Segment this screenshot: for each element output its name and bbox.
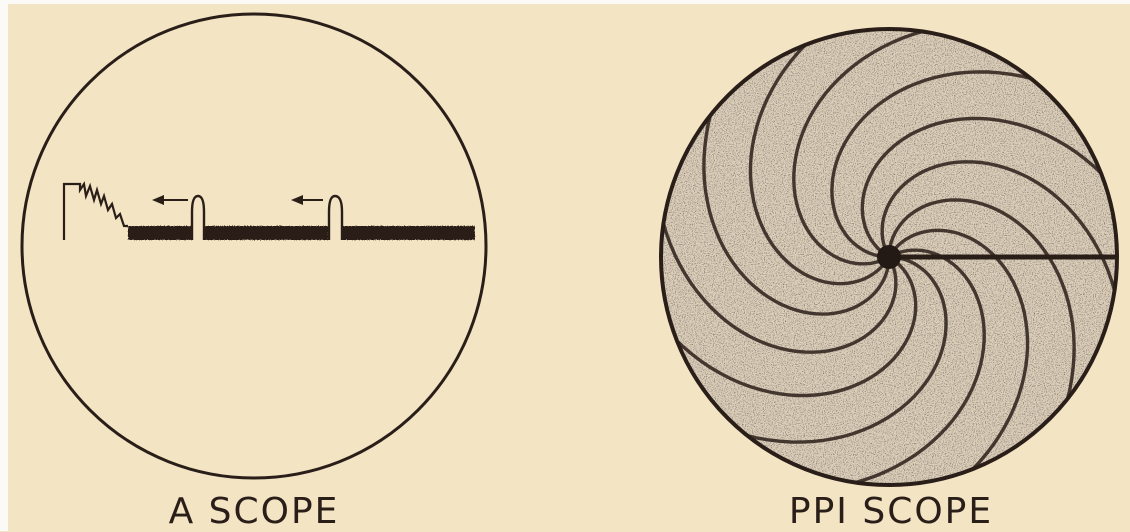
- left-arrow-2: [291, 195, 323, 205]
- grass-segment: [204, 226, 328, 240]
- ppi-center-origin: [877, 245, 901, 269]
- a-scope-caption: A SCOPE: [74, 492, 434, 532]
- a-scope: [22, 14, 486, 478]
- ppi-scope: [660, 28, 1118, 486]
- a-scope-screen: [22, 14, 486, 478]
- a-scope-trace: [64, 184, 475, 240]
- transmit-pulse: [64, 184, 128, 240]
- echo-pip-1: [192, 196, 204, 240]
- echo-pip-2: [329, 196, 342, 240]
- ppi-scope-caption: PPI SCOPE: [711, 492, 1071, 532]
- grass-segment: [128, 226, 192, 240]
- left-arrow-1: [152, 195, 188, 205]
- grass-segment: [342, 226, 475, 240]
